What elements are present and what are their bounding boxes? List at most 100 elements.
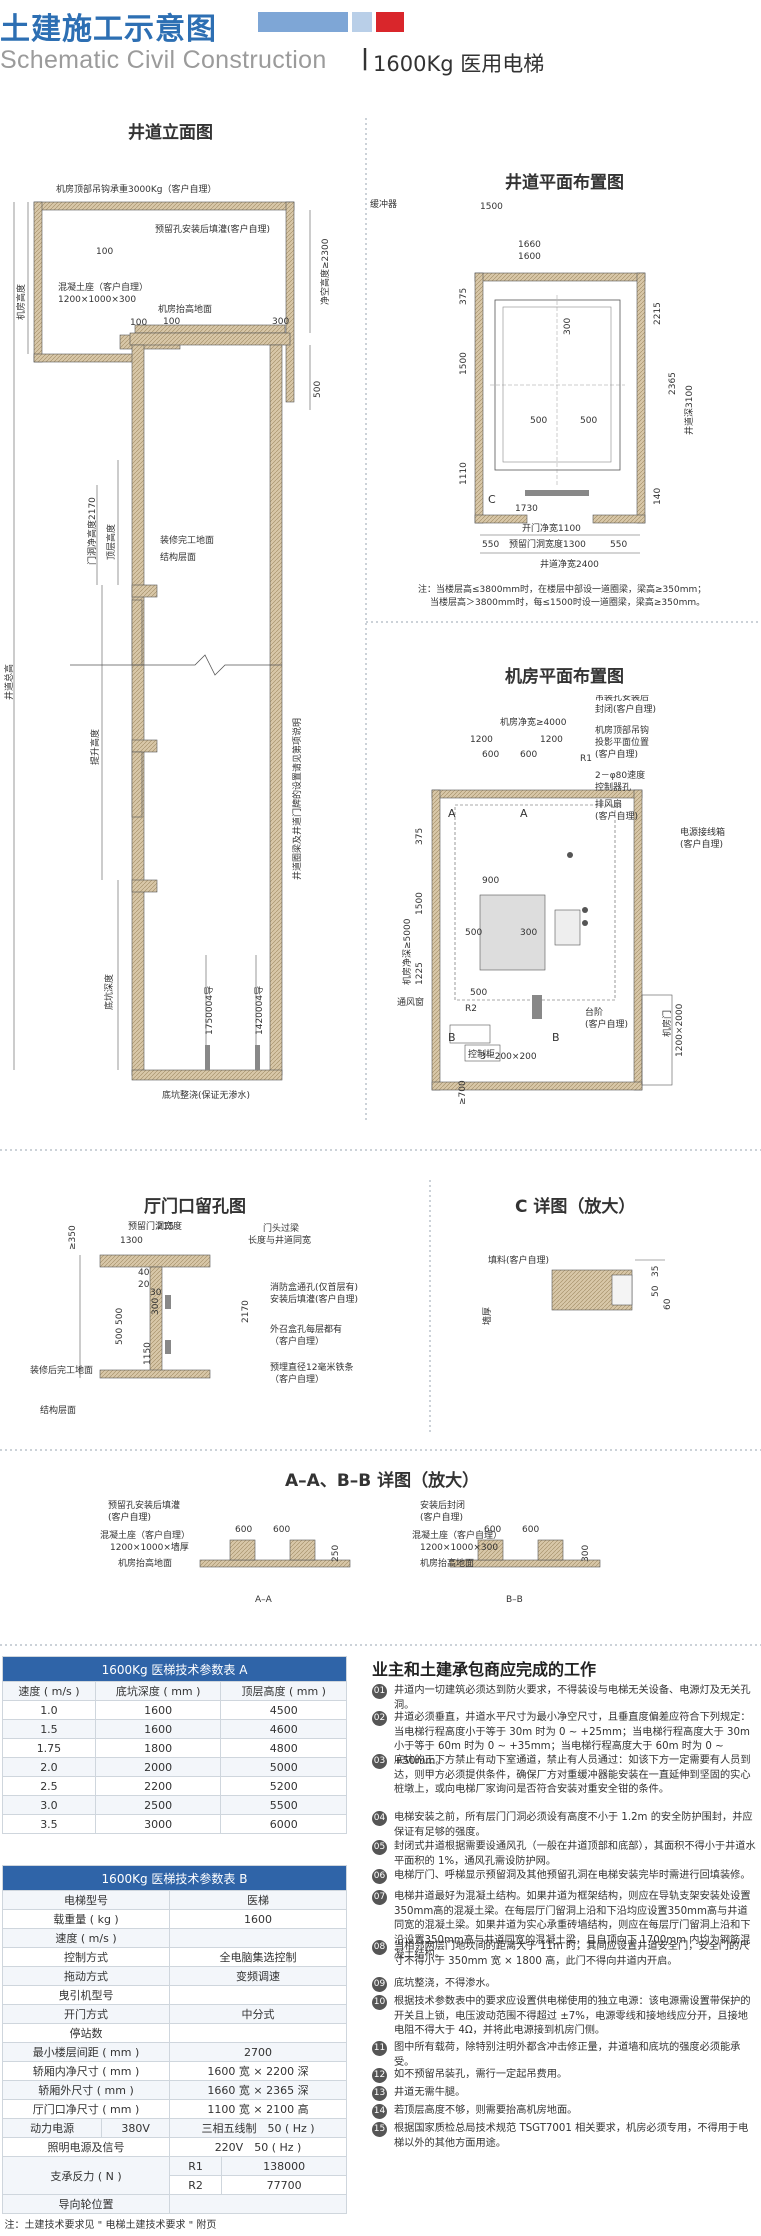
machine-plan-d700: ≥700 — [458, 1080, 468, 1105]
door-hole-d2170: 2170 — [241, 1300, 251, 1323]
shaft-plan-door-hole: 预留门洞宽度1300 — [509, 538, 586, 550]
machine-plan-d1500: 1500 — [415, 892, 425, 915]
shaft-plan-d3100: 井道深3100 — [683, 385, 695, 435]
machine-plan-room-width: 机房净宽≥4000 — [500, 716, 567, 728]
shaft-plan-door-clear: 开门净宽1100 — [522, 522, 581, 534]
detail-c-d60: 60 — [663, 1298, 673, 1310]
machine-plan-r1: R1 — [580, 754, 592, 764]
page-title: 土建施工示意图 — [0, 12, 217, 47]
elevation-dim-300: 300 — [272, 317, 289, 327]
detail-b-caption: B–B — [506, 1595, 523, 1605]
shaft-plan-d375: 375 — [459, 288, 469, 305]
requirement-number: 13 — [372, 2086, 387, 2101]
shaft-plan-title: 井道平面布置图 — [505, 173, 624, 193]
page-subtitle: Schematic Civil Construction — [0, 46, 327, 74]
header-separator: | — [361, 46, 370, 71]
detail-b-beam-2: 1200×1000×300 — [420, 1543, 498, 1553]
requirement-text: 底坑整浇，不得渗水。 — [394, 1978, 496, 1989]
shaft-plan-d1200-b: 1200 — [500, 195, 523, 198]
machine-plan-fan: 排风扇 — [595, 798, 622, 810]
tech-table-a: 1600Kg 医梯技术参数表 A 速度 ( m/s ) 底坑深度 ( mm ) … — [2, 1656, 347, 1834]
door-hole-d500-b: 500 — [115, 1328, 125, 1345]
requirement-number: 10 — [372, 1995, 387, 2010]
detail-a-d600: 600 — [235, 1525, 252, 1535]
header-light-bar — [352, 12, 372, 32]
shaft-plan-d1500-side: 1500 — [459, 352, 469, 375]
detail-a-caption: A–A — [255, 1595, 273, 1605]
detail-a-beam: 混凝土座（客户自理） — [100, 1529, 190, 1541]
table-row: 拖动方式变频调速 — [1, 1966, 347, 1986]
door-hole-width: 预留门洞宽度 — [128, 1220, 182, 1232]
door-hole-finish: 装修后完工地面 — [30, 1364, 93, 1376]
table-row: 开门方式中分式 — [1, 2004, 347, 2024]
detail-ab-title: A–A、B–B 详图（放大） — [285, 1471, 480, 1491]
detail-b-hole-2: (客户自理) — [420, 1511, 463, 1523]
door-hole-embed: 预埋直径12毫米铁条 — [270, 1361, 353, 1373]
detail-b-d600-b: 600 — [522, 1525, 539, 1535]
elevation-finish-floor: 装修完工地面 — [160, 534, 214, 546]
door-hole-d40: 40 — [138, 1268, 150, 1278]
elevation-shaft-height: 井道总高 — [3, 664, 15, 700]
detail-a-hole-2: (客户自理) — [108, 1511, 151, 1523]
elevation-buffer-1: 1750004导 — [204, 986, 215, 1035]
elevation-roof-hook: 机房顶部吊钩承重3000Kg（客户自理） — [56, 183, 217, 195]
detail-c-title: C 详图（放大） — [515, 1197, 636, 1217]
table-row: 停站数 — [1, 2023, 347, 2043]
table-row: 速度 ( m/s ) — [1, 1928, 347, 1948]
door-hole-beam: 门头过梁 — [263, 1222, 299, 1234]
machine-plan-title: 机房平面布置图 — [505, 667, 624, 687]
machine-plan-steel-2: 投影平面位置 — [595, 736, 649, 748]
requirement-number: 11 — [372, 2041, 387, 2056]
machine-plan-d375: 375 — [415, 828, 425, 845]
header-red-bar — [376, 12, 404, 32]
requirement-number: 12 — [372, 2068, 387, 2083]
table-a-header: 顶层高度 ( mm ) — [220, 1681, 347, 1701]
requirement-number: 14 — [372, 2104, 387, 2119]
detail-c-wall: 墙厚 — [481, 1307, 493, 1325]
machine-plan-step: 台阶 — [585, 1006, 603, 1018]
machine-plan-d1225: 1225 — [415, 962, 425, 985]
shaft-plan-d500: 500 — [530, 416, 547, 426]
door-hole-call: 外召盒孔每层都有 — [270, 1323, 342, 1335]
shaft-plan-d1110: 1110 — [459, 462, 469, 485]
shaft-plan-d2365: 2365 — [668, 372, 678, 395]
machine-plan-d300: 300 — [520, 928, 537, 938]
requirement-text: 若顶层高度不够，则需要抬高机房地面。 — [394, 2105, 578, 2116]
requirement-number: 09 — [372, 1977, 387, 1992]
elevation-machine-floor: 机房抬高地面 — [158, 303, 212, 315]
machine-plan-drawing: 机房净宽≥4000 1200 1200 600 600 R1 A A 900 5… — [397, 695, 725, 1105]
requirement-text: 电梯井道最好为混凝土结构。如果井道为框架结构，则应在导轨支架安装处设置350mm… — [394, 1891, 751, 1960]
shaft-plan-d550-b: 550 — [610, 540, 627, 550]
machine-plan-d1200: 1200 — [470, 735, 493, 745]
door-hole-d300: 300 — [151, 1298, 161, 1315]
elevation-machine-room-height: 机房高度 — [15, 284, 27, 320]
requirement-text: 如不预留吊装孔，需行一定起吊费用。 — [394, 2069, 568, 2080]
door-hole-struct: 结构层面 — [40, 1404, 76, 1416]
table-b-note: 注：土建技术要求见 " 电梯土建技术要求 " 附页 — [2, 2213, 347, 2232]
elevation-structure-floor: 结构层面 — [160, 551, 196, 563]
shaft-plan-note-2: 当楼层高＞3800mm时，每≤1500时设一道圈梁，梁高≥350mm。 — [430, 598, 706, 608]
header-model: 1600Kg 医用电梯 — [373, 52, 545, 76]
table-a-header: 底坑深度 ( mm ) — [94, 1681, 222, 1701]
door-hole-drawing: 预留门洞宽度 215 1300 ≥350 40 20 30 500 500 11… — [30, 1220, 358, 1416]
requirement-text: 图中所有载荷，除特别注明外都含冲击修正量，井道墙和底坑的强度必须能承受。 — [394, 2042, 741, 2068]
requirement-text: 封闭式井道根据需要设通风孔（一般在井道顶部和底部），其面积不得小于井道水平面积的… — [394, 1841, 756, 1867]
requirement-number: 06 — [372, 1869, 387, 1884]
requirement-number: 07 — [372, 1890, 387, 1905]
table-row: 照明电源及信号 220V 50 ( Hz ) — [1, 2137, 347, 2157]
machine-plan-steel-3: (客户自理) — [595, 748, 638, 760]
machine-plan-d900: 900 — [482, 876, 499, 886]
machine-plan-power-box-2: (客户自理) — [680, 838, 723, 850]
requirement-number: 04 — [372, 1811, 387, 1826]
table-row: 轿厢内净尺寸 ( mm )1600 宽 × 2200 深 — [1, 2061, 347, 2081]
tech-table-b: 1600Kg 医梯技术参数表 B 电梯型号医梯 载重量 ( kg )1600 速… — [1, 1865, 347, 2232]
elevation-dim-500: 500 — [313, 381, 323, 398]
elevation-pit-note: 底坑整浇(保证无渗水) — [162, 1089, 250, 1101]
table-row: 曳引机型号 — [1, 1985, 347, 2005]
